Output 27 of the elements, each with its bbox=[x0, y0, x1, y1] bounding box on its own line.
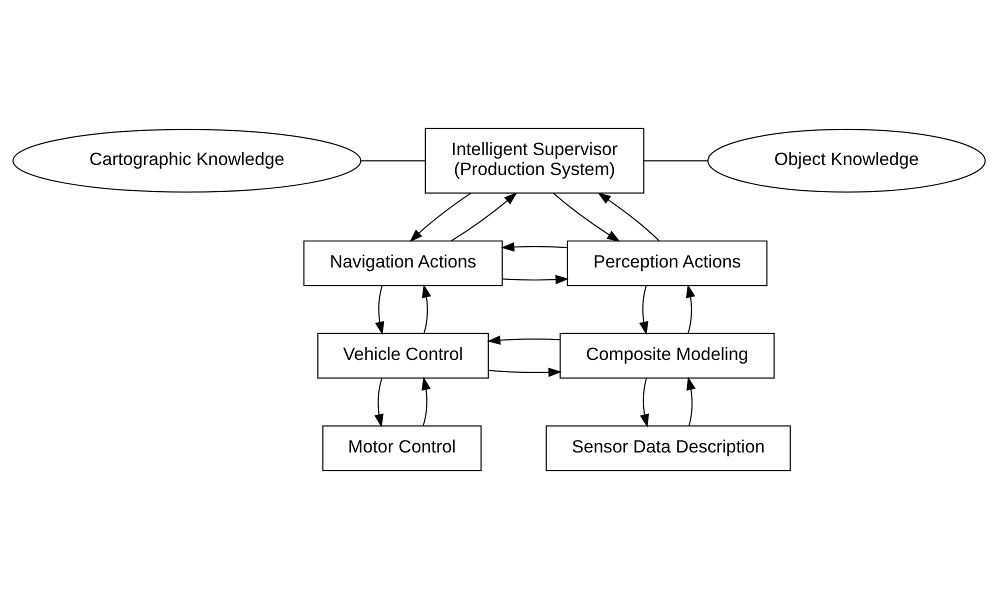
arrow bbox=[422, 284, 432, 334]
node-box: Navigation Actions bbox=[303, 240, 503, 286]
arrow bbox=[640, 378, 650, 428]
node-ellipse: Object Knowledge bbox=[707, 128, 986, 192]
arrow bbox=[409, 192, 471, 242]
node-box: Intelligent Supervisor (Production System) bbox=[424, 127, 644, 194]
arrow bbox=[500, 242, 568, 252]
arrow bbox=[639, 285, 648, 335]
arrow bbox=[487, 335, 560, 344]
connector bbox=[361, 160, 426, 161]
arrow bbox=[686, 376, 696, 426]
arrow bbox=[450, 192, 518, 241]
node-box: Composite Modeling bbox=[560, 332, 775, 378]
arrow bbox=[422, 376, 431, 426]
node-box: Motor Control bbox=[322, 424, 482, 471]
arrow bbox=[502, 274, 569, 284]
node-box: Vehicle Control bbox=[317, 332, 489, 378]
node-box: Perception Actions bbox=[566, 240, 768, 286]
node-ellipse: Cartographic Knowledge bbox=[12, 128, 362, 192]
arrow bbox=[597, 192, 660, 241]
arrow bbox=[686, 284, 696, 334]
arrow bbox=[553, 192, 620, 242]
arrow bbox=[488, 367, 562, 376]
node-box: Sensor Data Description bbox=[546, 424, 791, 471]
arrow bbox=[375, 285, 384, 335]
connector bbox=[644, 160, 708, 161]
arrow bbox=[374, 378, 384, 428]
